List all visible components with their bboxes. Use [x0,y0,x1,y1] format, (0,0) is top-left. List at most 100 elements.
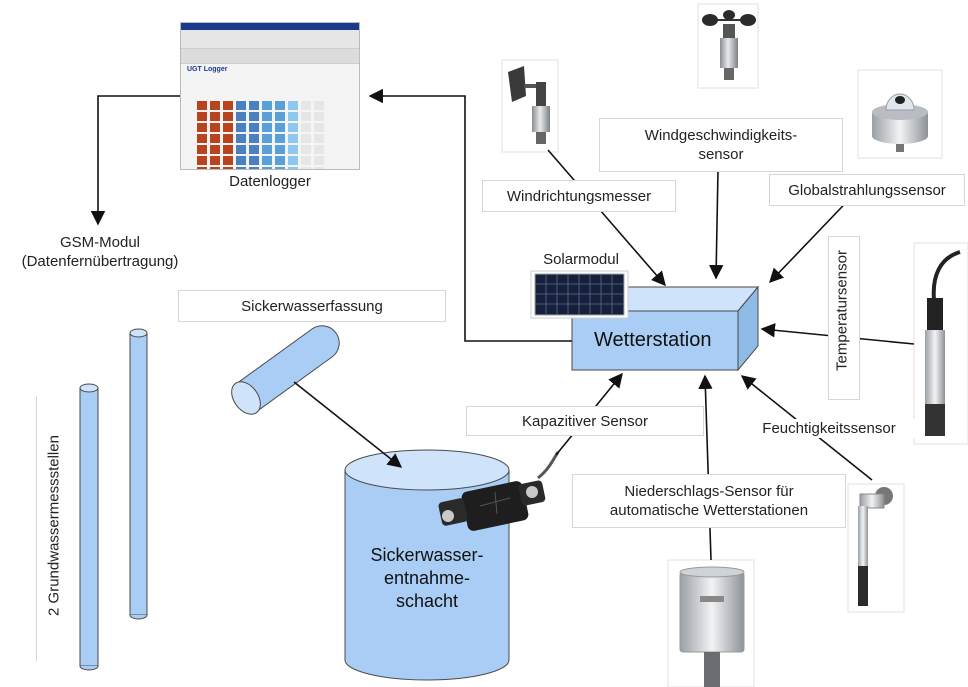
label-windgeschwindigkeitssensor: Windgeschwindigkeits- sensor [599,118,843,172]
seepage-collector-cylinder [231,325,340,415]
logger-channel-cell [197,167,207,169]
logger-channel-cell [210,167,220,169]
solar-panel [530,270,629,319]
logger-channel-cell [249,134,259,143]
logger-channel-cell [314,145,324,154]
logger-channel-cell [236,101,246,110]
logger-channel-cell [275,101,285,110]
logger-channel-cell [236,112,246,121]
arrow-station-to-logger [368,88,572,342]
logger-channel-cell [314,123,324,132]
logger-channel-cell [262,167,272,169]
logger-channel-cell [210,101,220,110]
label-feuchtigkeitssensor: Feuchtigkeitssensor [734,419,924,438]
wind-direction-sensor [501,59,559,153]
logger-channel-cell [262,145,272,154]
logger-channel-cell [249,167,259,169]
logger-channel-cell [236,156,246,165]
logger-channel-cell [288,123,298,132]
logger-channel-cell [301,123,311,132]
groundwater-pipe-right [129,328,148,620]
arrow-winddir-to-station [547,149,666,287]
logger-toolbar [181,30,359,49]
groundwater-label-box [36,396,67,661]
label-solarmodul: Solarmodul [543,251,619,268]
logger-channel-cell [275,145,285,154]
logger-channel-cell [249,101,259,110]
arrow-collector-to-shaft [293,381,403,468]
logger-channel-cell [236,167,246,169]
logger-screen-title: UGT Logger [187,66,228,73]
logger-channel-cell [197,101,207,110]
arrow-precip-to-station [698,374,713,561]
logger-channel-cell [262,134,272,143]
logger-channel-cell [197,123,207,132]
logger-channel-cell [301,145,311,154]
logger-channel-cell [275,167,285,169]
logger-channel-cell [236,145,246,154]
logger-channel-cell [236,134,246,143]
logger-channel-cell [210,145,220,154]
wind-speed-sensor [697,3,759,89]
weather-station-box [570,285,760,372]
logger-channel-cell [288,167,298,169]
logger-channel-cell [210,123,220,132]
logger-channel-cell [314,134,324,143]
label-grundwassermessstellen: 2 Grundwassermessstellen [45,435,63,616]
logger-channel-cell [288,134,298,143]
label-niederschlags-sensor: Niederschlags-Sensor für automatische We… [572,474,846,528]
arrow-logger-to-gsm [90,95,180,226]
label-gsm-module: GSM-Modul (Datenfernübertragung) [21,234,179,270]
label-kapazitiver-sensor: Kapazitiver Sensor [466,406,704,436]
temperature-sensor [913,242,968,445]
logger-channel-cell [301,101,311,110]
logger-channel-cell [314,156,324,165]
logger-channel-cell [223,134,233,143]
logger-channel-cell [223,167,233,169]
logger-channel-cell [314,112,324,121]
label-datenlogger: Datenlogger [229,173,311,190]
logger-channel-cell [210,112,220,121]
logger-channel-cell [210,134,220,143]
datalogger-screenshot: UGT Logger [180,22,360,170]
humidity-sensor [847,483,905,613]
logger-channel-cell [223,123,233,132]
logger-channel-cell [301,134,311,143]
label-globalstrahlungssensor: Globalstrahlungssensor [769,174,965,206]
logger-channel-cell [249,112,259,121]
logger-channel-cell [249,145,259,154]
logger-channel-cell [301,167,311,169]
logger-channel-cell [197,134,207,143]
logger-channel-cell [275,123,285,132]
logger-channel-cell [301,112,311,121]
logger-channel-cell [262,112,272,121]
global-radiation-sensor [857,69,943,159]
logger-channel-cell [301,156,311,165]
groundwater-pipe-left [79,383,99,671]
logger-channel-cell [275,134,285,143]
logger-channel-cell [197,112,207,121]
logger-channel-cell [249,123,259,132]
logger-channel-cell [288,156,298,165]
label-sickerwasserfassung: Sickerwasserfassung [178,290,446,322]
logger-channel-cell [197,156,207,165]
label-sickerwasserentnahmeschacht: Sickerwasser- entnahme- schacht [370,545,484,611]
logger-channel-cell [223,101,233,110]
temperature-label-box [828,236,860,400]
logger-channel-cell [262,156,272,165]
logger-channel-cell [223,156,233,165]
logger-channel-cell [236,123,246,132]
logger-channel-cell [275,156,285,165]
logger-channel-cell [197,145,207,154]
label-temperatursensor: Temperatursensor [833,250,851,371]
label-wetterstation: Wetterstation [594,329,712,351]
logger-channel-cell [210,156,220,165]
logger-channel-cell [223,145,233,154]
logger-channel-cell [288,145,298,154]
logger-titlebar [181,23,359,30]
logger-channel-cell [288,112,298,121]
logger-channel-cell [223,112,233,121]
logger-channel-cell [314,167,324,169]
logger-toolbar-2 [181,49,359,64]
